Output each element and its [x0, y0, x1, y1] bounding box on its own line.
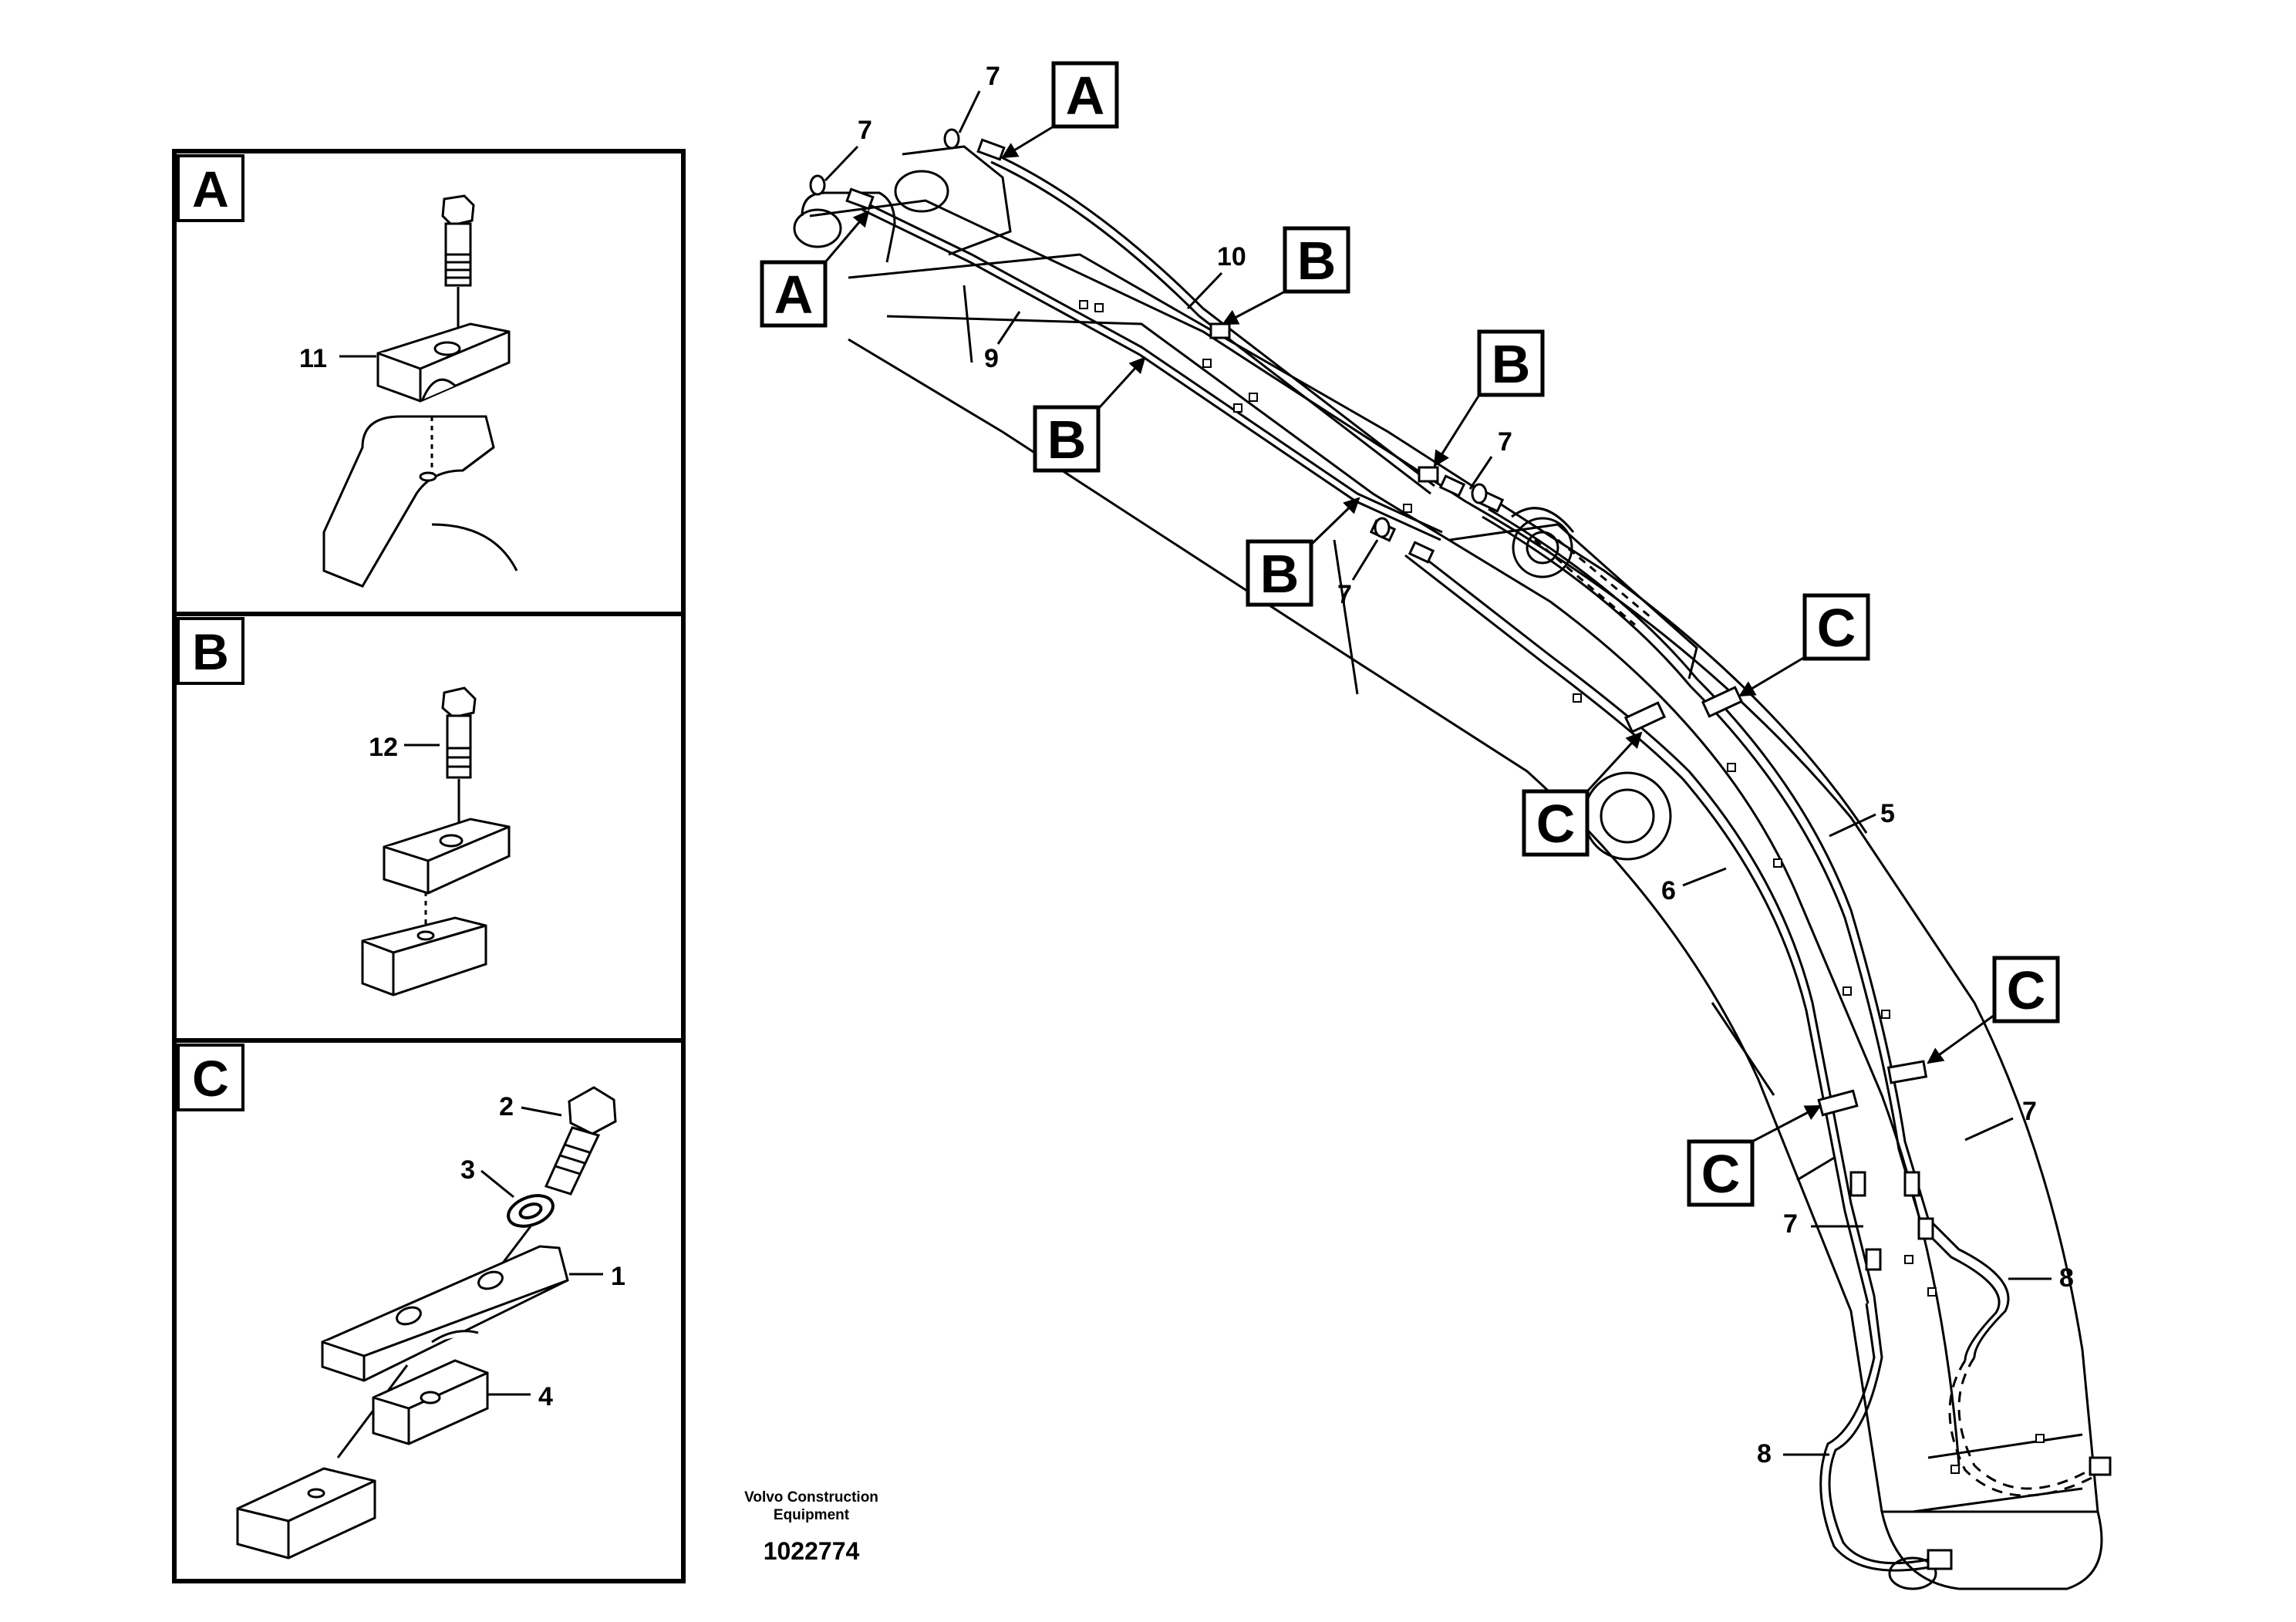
- part-number-7: 7: [986, 62, 1000, 91]
- leader-line: [500, 1226, 532, 1266]
- part-label-3: 3: [460, 1155, 475, 1185]
- footer: Volvo Construction Equipment 1022774: [744, 1489, 878, 1565]
- callout-letter: C: [1701, 1144, 1741, 1204]
- callout-box-c-3: C: [1927, 956, 2060, 1064]
- part-number-7: 7: [2022, 1097, 2037, 1126]
- part-number-labels: 7 7 10 9 7 7 5 6 7 7 8 8: [824, 62, 2074, 1469]
- part-number-7: 7: [1337, 580, 1352, 609]
- callout-letter: B: [1260, 544, 1300, 604]
- part-label-11: 11: [299, 344, 327, 373]
- part-label-12: 12: [369, 733, 398, 762]
- panel-letter-box-b: [177, 617, 244, 685]
- boom-outline: [793, 145, 2103, 1590]
- clamp-half-icon: [383, 818, 511, 895]
- callout-box-b-1: B: [1222, 226, 1350, 325]
- hose-fittings: [845, 138, 2112, 1570]
- boom-bolt-marks: [1079, 300, 2045, 1474]
- callout-letter: A: [774, 265, 814, 325]
- panel-letter-c: C: [192, 1050, 229, 1107]
- part-label-1: 1: [611, 1262, 625, 1291]
- clamp-half-icon: [376, 322, 511, 403]
- callout-box-b-2: B: [1033, 356, 1146, 473]
- part-number-10: 10: [1217, 242, 1246, 271]
- panel-letter-box-a: [177, 154, 244, 222]
- part-number-8: 8: [2059, 1263, 2074, 1293]
- washer-icon: [809, 128, 1488, 538]
- callout-letter: C: [2007, 960, 2046, 1020]
- clamp-block-icon: [361, 916, 487, 996]
- leader-line: [521, 1106, 562, 1117]
- panel-letter-b: B: [192, 623, 229, 680]
- bolt-icon: [544, 1086, 617, 1195]
- part-number-8: 8: [1757, 1439, 1772, 1469]
- bracket-icon: [322, 415, 518, 588]
- callout-letter: A: [1066, 66, 1105, 126]
- detail-panel-b: B 12: [172, 612, 686, 1043]
- callout-letter: B: [1047, 410, 1087, 470]
- panel-letter-a: A: [192, 160, 229, 218]
- hose-lines: [861, 153, 2102, 1572]
- part-label-4: 4: [538, 1382, 553, 1411]
- base-block-icon: [236, 1467, 376, 1560]
- callout-letter: C: [1536, 794, 1576, 854]
- detail-panel-c: C 2 3 1: [172, 1038, 686, 1583]
- callout-box-b-3: B: [1433, 329, 1545, 467]
- part-label-2: 2: [499, 1092, 514, 1121]
- callout-letter: B: [1297, 231, 1337, 291]
- bolt-icon: [441, 686, 477, 833]
- callout-box-a-top: A: [1001, 61, 1119, 159]
- detail-panel-a: A 11: [172, 149, 686, 616]
- part-number-6: 6: [1661, 876, 1676, 905]
- panel-letter-box-c: [177, 1044, 244, 1111]
- part-number-9: 9: [984, 344, 999, 373]
- leader-line: [480, 1169, 514, 1199]
- company-name-line1: Volvo Construction: [744, 1489, 878, 1506]
- callout-letter: C: [1817, 598, 1856, 658]
- part-number-7: 7: [858, 116, 872, 145]
- clamp-half-icon: [321, 1245, 569, 1382]
- part-number-7: 7: [1783, 1209, 1798, 1239]
- callout-box-c-2: C: [1522, 731, 1643, 857]
- spacer-block-icon: [372, 1359, 489, 1445]
- washer-icon: [507, 1194, 555, 1228]
- callout-box-c-4: C: [1687, 1104, 1822, 1207]
- callout-box-b-4: B: [1246, 497, 1360, 607]
- part-number-5: 5: [1880, 799, 1895, 828]
- company-name-line2: Equipment: [774, 1507, 850, 1523]
- part-number-7: 7: [1498, 427, 1512, 457]
- callout-letter: B: [1492, 334, 1531, 394]
- callout-box-a-left: A: [760, 210, 870, 328]
- bolt-icon: [441, 194, 475, 339]
- document-number: 1022774: [764, 1537, 860, 1565]
- callout-box-c-1: C: [1738, 593, 1870, 697]
